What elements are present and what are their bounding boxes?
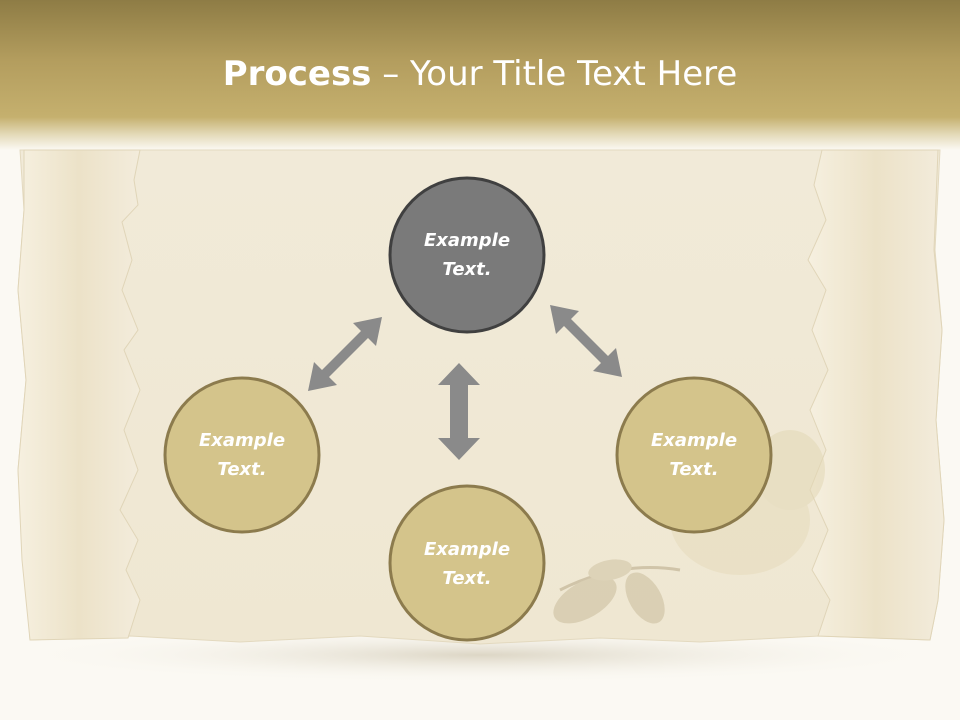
right-diagonal-double-arrow [550, 305, 622, 377]
circle-top-line1: Example [423, 230, 511, 251]
circle-right-line2: Text. [669, 459, 719, 480]
circle-left [163, 376, 321, 534]
right-scroll-roll [807, 149, 945, 641]
title-bold: Process [222, 54, 372, 94]
circle-top-line2: Text. [442, 259, 492, 280]
title-bar [0, 0, 960, 150]
left-scroll-roll [17, 149, 141, 641]
circle-left-text: Example Text. [182, 426, 302, 484]
circle-bottom-text: Example Text. [407, 535, 527, 593]
circle-right-text: Example Text. [634, 426, 754, 484]
circle-top [388, 176, 546, 334]
circle-left-line2: Text. [217, 459, 267, 480]
circle-bottom-line2: Text. [442, 568, 492, 589]
title-rest: – Your Title Text Here [371, 54, 738, 94]
left-diagonal-double-arrow [308, 317, 382, 391]
vertical-double-arrow [438, 363, 480, 460]
arrows [308, 305, 622, 460]
circle-bottom [388, 484, 546, 642]
circle-left-line1: Example [198, 430, 286, 451]
circle-right-line1: Example [650, 430, 738, 451]
slide-title: Process – Your Title Text Here [0, 52, 960, 96]
circle-right [615, 376, 773, 534]
circle-bottom-line1: Example [423, 539, 511, 560]
circle-top-text: Example Text. [407, 226, 527, 284]
